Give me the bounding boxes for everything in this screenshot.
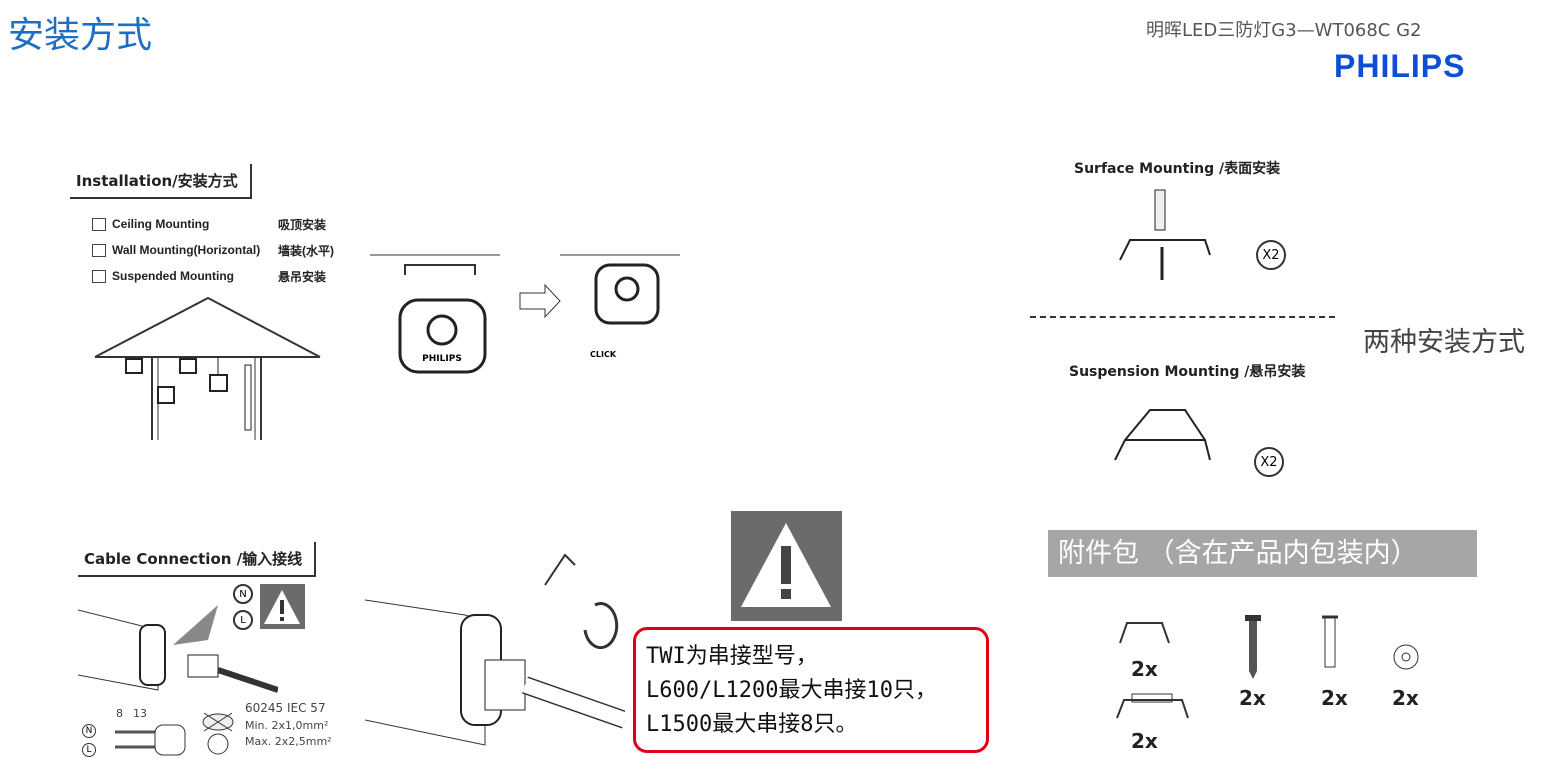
- checkbox-icon: [92, 269, 106, 283]
- cable-max: Max. 2x2,5mm²: [245, 735, 332, 748]
- option-label-en: Ceiling Mounting: [112, 217, 210, 231]
- warning-icon: [731, 511, 842, 621]
- wall-plug-icon: [1322, 615, 1338, 668]
- option-wall: Wall Mounting(Horizontal) 墙装(水平): [92, 237, 372, 263]
- wire-strip-icon: [115, 724, 186, 756]
- mounting-click-illustration: PHILIPS CLICK: [370, 254, 680, 374]
- option-label-cn: 吸顶安装: [278, 217, 327, 232]
- option-suspended: Suspended Mounting 悬吊安装: [92, 263, 372, 289]
- model-name: 明晖LED三防灯G3—WT068C G2: [1146, 20, 1422, 41]
- house-illustration: [94, 296, 321, 440]
- mounting-options: Ceiling Mounting 吸顶安装 Wall Mounting(Horiz…: [92, 211, 372, 289]
- option-label-en: Suspended Mounting: [112, 269, 234, 283]
- cable-heading: Cable Connection /输入接线: [78, 542, 317, 577]
- qty-surface-badge: X2: [1256, 240, 1286, 270]
- neutral-badge: N: [82, 724, 96, 738]
- clip-qty: 2x: [1131, 657, 1158, 681]
- fixture-logo: PHILIPS: [422, 354, 462, 364]
- neutral-badge: N: [233, 584, 253, 604]
- warning-icon-small: [260, 584, 305, 629]
- checkbox-icon: [92, 243, 106, 257]
- surface-bracket-icon: [1119, 189, 1211, 280]
- two-ways-label: 两种安装方式: [1363, 327, 1525, 358]
- option-label-en: Wall Mounting(Horizontal): [112, 243, 261, 257]
- note-line: TWI为串接型号，: [646, 644, 818, 669]
- qty-suspension-badge: X2: [1254, 447, 1284, 477]
- screw-qty: 2x: [1239, 686, 1266, 710]
- cable-standard: 60245 IEC 57: [245, 701, 326, 715]
- option-label-cn: 墙装(水平): [278, 243, 334, 258]
- series-connection-note: TWI为串接型号， L600/L1200最大串接10只， L1500最大串接8只…: [633, 627, 989, 753]
- strip-length-2: 13: [133, 707, 147, 720]
- live-badge: L: [82, 743, 96, 757]
- note-line: L1500最大串接8只。: [646, 712, 858, 737]
- suspension-bracket-icon: [1114, 409, 1211, 461]
- clip-icon: [1119, 622, 1170, 644]
- washer-qty: 2x: [1392, 686, 1419, 710]
- strip-length-1: 8: [116, 707, 123, 720]
- accessory-pack-banner: 附件包 （含在产品内包装内）: [1048, 530, 1477, 577]
- option-ceiling: Ceiling Mounting 吸顶安装: [92, 211, 372, 237]
- bracket-qty: 2x: [1131, 729, 1158, 753]
- wall-plug-qty: 2x: [1321, 686, 1348, 710]
- note-line: L600/L1200最大串接10只，: [646, 678, 937, 703]
- cable-min: Min. 2x1,0mm²: [245, 719, 329, 732]
- live-badge: L: [233, 610, 253, 630]
- page-title: 安装方式: [8, 15, 153, 56]
- surface-mounting-label: Surface Mounting /表面安装: [1074, 161, 1281, 177]
- option-label-cn: 悬吊安装: [278, 269, 327, 284]
- philips-logo: PHILIPS: [1334, 48, 1466, 84]
- divider: [1030, 316, 1335, 318]
- screw-icon: [1245, 615, 1261, 679]
- washer-icon: [1393, 644, 1419, 670]
- cable-connection-illustration: [78, 605, 278, 693]
- suspension-mounting-label: Suspension Mounting /悬吊安装: [1069, 364, 1306, 380]
- click-label: CLICK: [590, 350, 617, 359]
- gland-tighten-illustration: [365, 553, 625, 746]
- bracket-icon: [1116, 693, 1189, 719]
- installation-heading: Installation/安装方式: [70, 164, 252, 199]
- cable-type-icon: [202, 712, 234, 755]
- checkbox-icon: [92, 217, 106, 231]
